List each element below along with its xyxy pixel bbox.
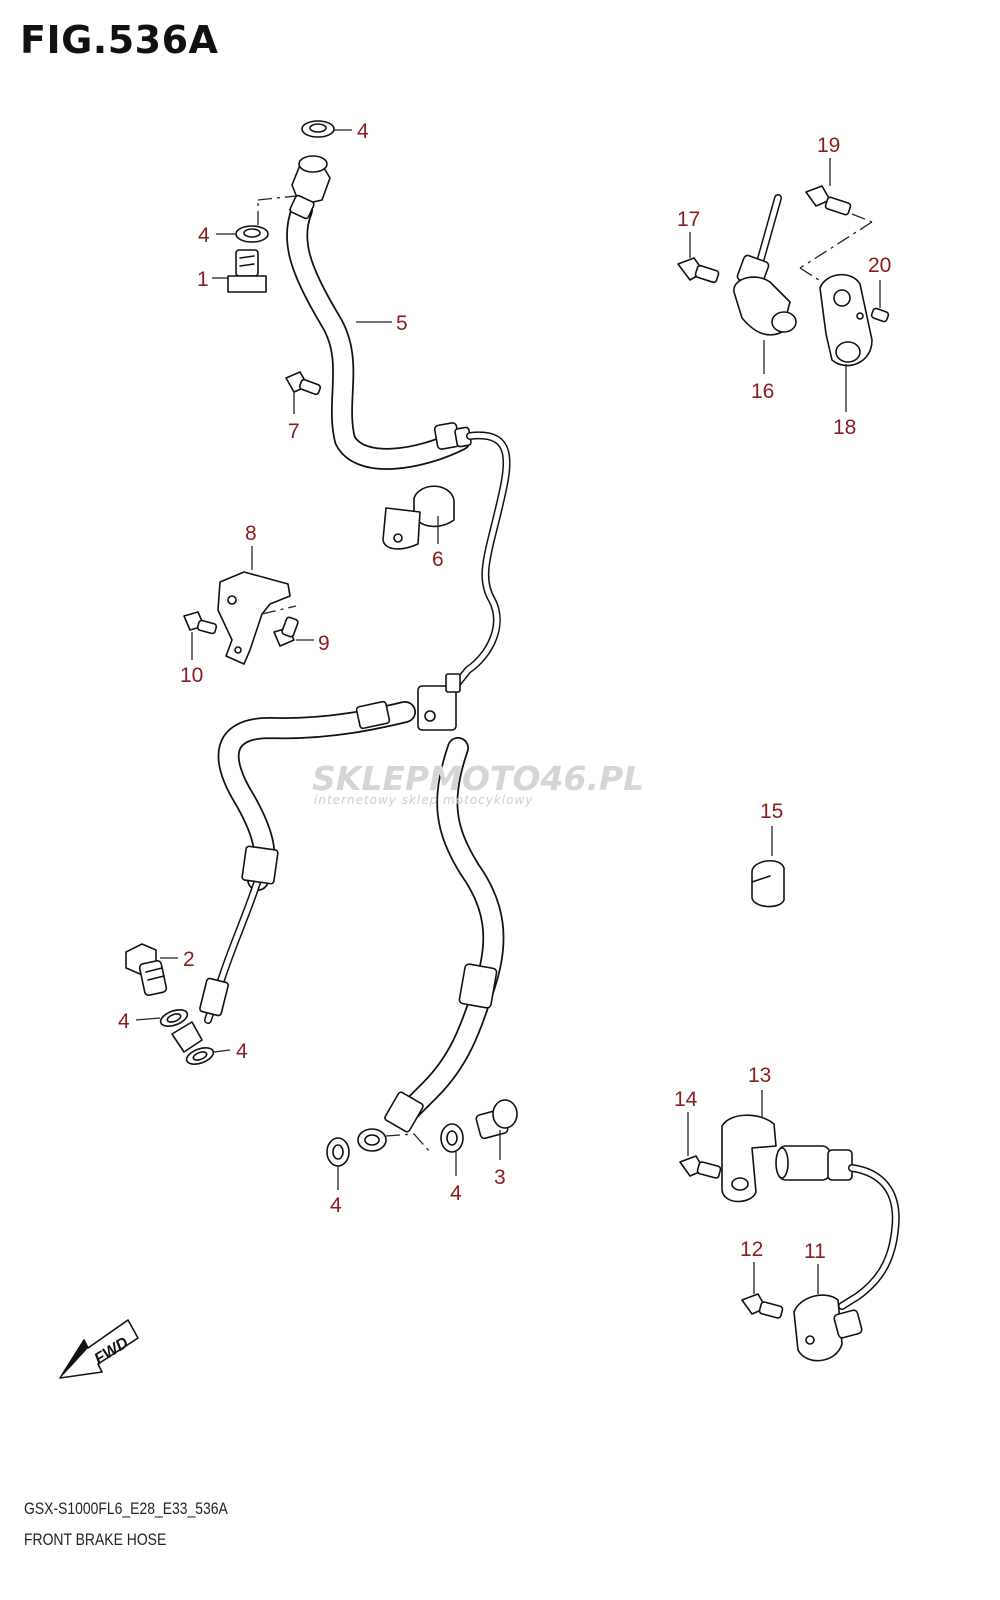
washer-bottom-1 — [326, 1137, 350, 1167]
callouts: 1 2 3 4 4 4 4 4 4 5 6 7 8 9 10 11 12 13 … — [118, 120, 891, 1263]
callout-13: 13 — [748, 1064, 771, 1087]
left-lower-brake-hose — [171, 700, 416, 1053]
bolt-9 — [273, 616, 299, 647]
union-bolt-3 — [475, 1099, 518, 1140]
sensor-16 — [733, 194, 797, 336]
callout-19: 19 — [817, 134, 840, 157]
sensor-11 — [775, 1145, 900, 1362]
clip-15 — [751, 860, 785, 908]
watermark-brand: SKLEPMOTO46.PL — [312, 762, 644, 798]
washer-top — [301, 120, 335, 138]
metal-brake-pipe — [448, 431, 511, 694]
callout-11: 11 — [804, 1240, 826, 1263]
callout-3: 3 — [494, 1166, 506, 1189]
callout-4: 4 — [330, 1194, 342, 1217]
union-bolt-2 — [125, 943, 168, 996]
figure-description: FRONT BRAKE HOSE — [24, 1530, 167, 1549]
right-lower-brake-hose — [357, 737, 505, 1152]
callout-8: 8 — [245, 522, 257, 545]
fwd-arrow-icon: FWD — [59, 1319, 139, 1379]
clamp-6 — [382, 485, 455, 550]
washer-left-1 — [159, 1009, 189, 1027]
washer-upper-left — [235, 225, 269, 243]
brake-junction — [417, 673, 461, 731]
washer-bottom-2 — [440, 1123, 464, 1153]
bolt-7 — [285, 371, 322, 396]
callout-5: 5 — [396, 312, 408, 335]
callout-4: 4 — [450, 1182, 462, 1205]
callout-7: 7 — [288, 420, 300, 443]
washer-left-2 — [185, 1047, 215, 1065]
bolt-12 — [741, 1293, 784, 1319]
upper-brake-hose — [286, 155, 472, 470]
callout-18: 18 — [833, 416, 856, 439]
watermark-tagline: internetowy sklep motocyklowy — [314, 793, 533, 807]
bolt-17 — [677, 257, 720, 284]
callout-9: 9 — [318, 632, 330, 655]
callout-20: 20 — [868, 254, 891, 277]
figure-code: GSX-S1000FL6_E28_E33_536A — [24, 1499, 228, 1518]
leader-lines — [135, 129, 881, 1294]
bolt-14 — [679, 1155, 722, 1179]
callout-4: 4 — [118, 1010, 130, 1033]
callout-4: 4 — [198, 224, 210, 247]
watermark: SKLEPMOTO46.PL internetowy sklep motocyk… — [312, 762, 644, 807]
callout-6: 6 — [432, 548, 444, 571]
callout-4: 4 — [236, 1040, 248, 1063]
callout-17: 17 — [677, 208, 700, 231]
callout-2: 2 — [183, 948, 195, 971]
callout-10: 10 — [180, 664, 203, 687]
bolt-10 — [183, 611, 218, 635]
callout-15: 15 — [760, 800, 783, 823]
pin-20 — [870, 307, 890, 323]
sensor-bracket-13 — [721, 1114, 777, 1203]
callout-12: 12 — [740, 1238, 763, 1261]
callout-16: 16 — [751, 380, 774, 403]
bolt-19 — [805, 185, 852, 216]
bracket-8 — [217, 571, 291, 665]
callout-1: 1 — [197, 268, 209, 291]
figure-title: FIG.536A — [20, 18, 219, 62]
sensor-bracket-18 — [819, 273, 873, 367]
callout-14: 14 — [674, 1088, 698, 1111]
union-bolt-1 — [227, 249, 267, 293]
callout-4: 4 — [357, 120, 369, 143]
